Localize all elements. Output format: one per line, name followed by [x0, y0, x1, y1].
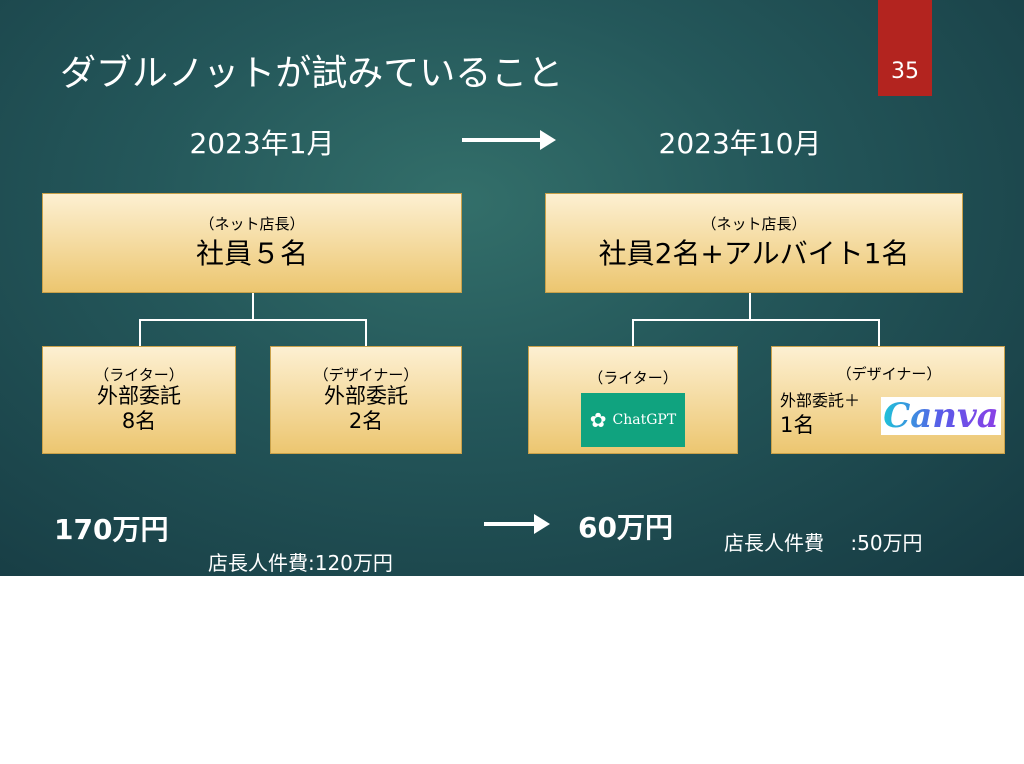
role-label: （ライター） — [94, 365, 184, 384]
connector — [365, 319, 367, 346]
role-label: （デザイナー） — [313, 365, 419, 384]
before-writer-box: （ライター） 外部委託 8名 — [42, 346, 236, 454]
before-total: 170万円 — [54, 513, 169, 546]
count-label: 1名 — [780, 413, 815, 437]
connector — [878, 319, 880, 346]
page-number: 35 — [878, 0, 932, 96]
role-label: （ライター） — [588, 369, 678, 387]
slide-title: ダブルノットが試みていること — [60, 53, 564, 94]
connector — [139, 319, 141, 346]
before-designer-box: （デザイナー） 外部委託 2名 — [270, 346, 462, 454]
after-manager-box: （ネット店長） 社員2名+アルバイト1名 — [545, 193, 963, 293]
role-label: （ネット店長） — [701, 215, 807, 234]
connector — [749, 293, 751, 320]
before-manager-box: （ネット店長） 社員５名 — [42, 193, 462, 293]
count-label: 8名 — [121, 409, 157, 433]
connector — [252, 293, 254, 320]
after-total: 60万円 — [578, 511, 673, 544]
connector — [632, 319, 634, 346]
after-costs: 店長人件費 :50万円 外部委託費 :7万円 AI部下 :3万円 — [724, 478, 923, 764]
after-writer-box: （ライター） ✿ ChatGPT — [528, 346, 738, 454]
type-label: 外部委託＋ — [780, 391, 861, 410]
before-costs: 店長人件費:120万円 外部委託費:50万円 — [208, 498, 393, 706]
role-label: （ネット店長） — [199, 215, 305, 234]
count-label: 2名 — [348, 409, 384, 433]
after-designer-box: （デザイナー） 外部委託＋ 1名 Canva — [771, 346, 1005, 454]
chatgpt-label: ChatGPT — [612, 411, 677, 428]
canva-label: Canva — [883, 395, 999, 436]
cost-line: 外部委託費:50万円 — [208, 629, 381, 653]
cost-line: 店長人件費:120万円 — [208, 551, 393, 575]
type-label: 外部委託 — [324, 383, 408, 408]
arrow-icon — [484, 514, 550, 534]
slide: ダブルノットが試みていること 35 2023年1月 2023年10月 （ネット店… — [0, 0, 1024, 576]
type-label: 外部委託 — [97, 383, 181, 408]
after-heading: 2023年10月 — [658, 127, 822, 160]
staff-label: 社員2名+アルバイト1名 — [598, 237, 910, 271]
before-heading: 2023年1月 — [189, 127, 335, 160]
chatgpt-logo: ✿ ChatGPT — [581, 393, 685, 447]
cost-line: AI部下 :3万円 — [724, 687, 890, 711]
arrow-icon — [462, 130, 556, 150]
staff-label: 社員５名 — [195, 237, 308, 271]
cost-line: 外部委託費 :7万円 — [724, 609, 910, 633]
role-label: （デザイナー） — [836, 365, 942, 383]
cost-line: 店長人件費 :50万円 — [724, 531, 923, 555]
connector — [632, 319, 880, 321]
connector — [139, 319, 367, 321]
openai-icon: ✿ — [589, 408, 607, 432]
canva-logo: Canva — [881, 395, 1001, 436]
